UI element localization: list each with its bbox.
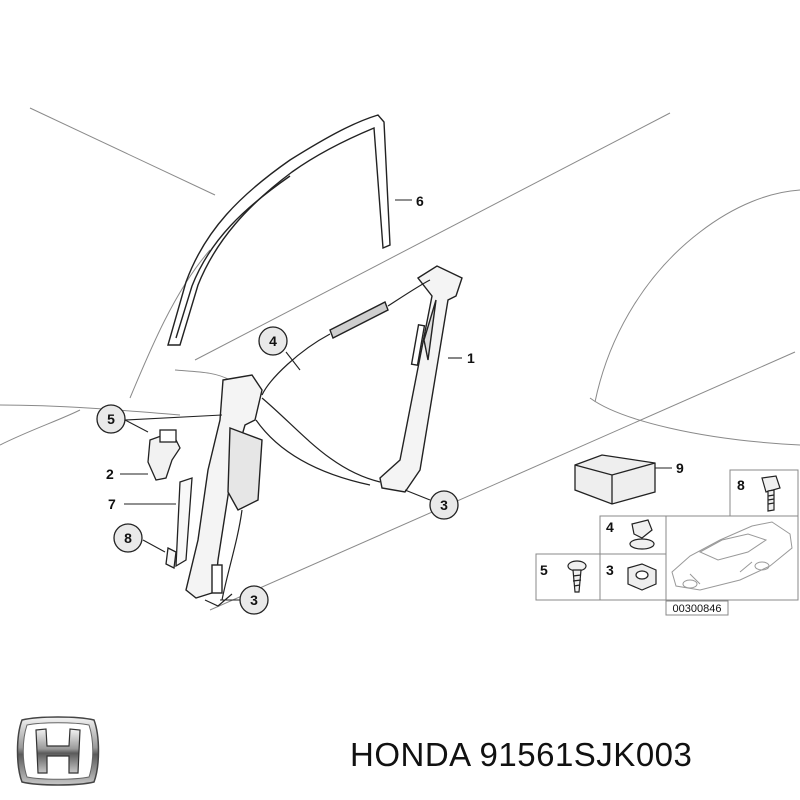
kit-nut-icon	[627, 563, 657, 591]
callout-4: 4	[258, 326, 288, 356]
callout-3-upper: 3	[429, 490, 459, 520]
trim-strip	[165, 477, 193, 569]
callout-2: 2	[106, 466, 114, 482]
kit-clip-icon	[629, 519, 655, 550]
window-regulator	[185, 265, 463, 599]
callout-9: 9	[676, 460, 684, 476]
brand-name: HONDA	[350, 736, 470, 773]
kit-label-8: 8	[737, 477, 745, 493]
svg-text:5: 5	[107, 411, 115, 427]
small-parts-kit	[535, 469, 799, 601]
svg-text:3: 3	[250, 592, 258, 608]
kit-screw-icon	[567, 560, 587, 593]
car-thumbnail	[671, 521, 793, 591]
svg-text:4: 4	[269, 333, 277, 349]
kit-bolt-icon	[761, 475, 781, 512]
part-number: 91561SJK003	[479, 736, 693, 773]
svg-text:3: 3	[440, 497, 448, 513]
svg-text:9: 9	[676, 460, 684, 476]
svg-text:3: 3	[606, 562, 614, 578]
svg-text:1: 1	[467, 350, 475, 366]
regulator-cables	[221, 279, 431, 601]
part-9-box	[574, 454, 656, 505]
svg-text:7: 7	[108, 496, 116, 512]
svg-text:8: 8	[124, 530, 132, 546]
callout-6: 6	[416, 193, 424, 209]
car-body-outline	[0, 107, 800, 611]
kit-label-5: 5	[540, 562, 548, 578]
callout-5: 5	[96, 404, 126, 434]
svg-text:00300846: 00300846	[673, 603, 722, 615]
callout-8: 8	[113, 523, 143, 553]
leader-lines	[120, 199, 672, 601]
svg-text:4: 4	[606, 519, 614, 535]
kit-label-3: 3	[606, 562, 614, 578]
kit-label-4: 4	[606, 519, 614, 535]
honda-logo	[16, 716, 100, 786]
part-caption: HONDA 91561SJK003	[350, 736, 692, 774]
callout-3-lower: 3	[239, 585, 269, 615]
svg-text:2: 2	[106, 466, 114, 482]
callout-1: 1	[467, 350, 475, 366]
bottom-fastener-mark	[204, 593, 233, 607]
svg-text:8: 8	[737, 477, 745, 493]
callout-7: 7	[108, 496, 116, 512]
window-frame-seal	[167, 114, 391, 346]
svg-text:6: 6	[416, 193, 424, 209]
svg-text:5: 5	[540, 562, 548, 578]
reference-code: 00300846	[665, 600, 729, 616]
window-motor	[147, 429, 181, 481]
